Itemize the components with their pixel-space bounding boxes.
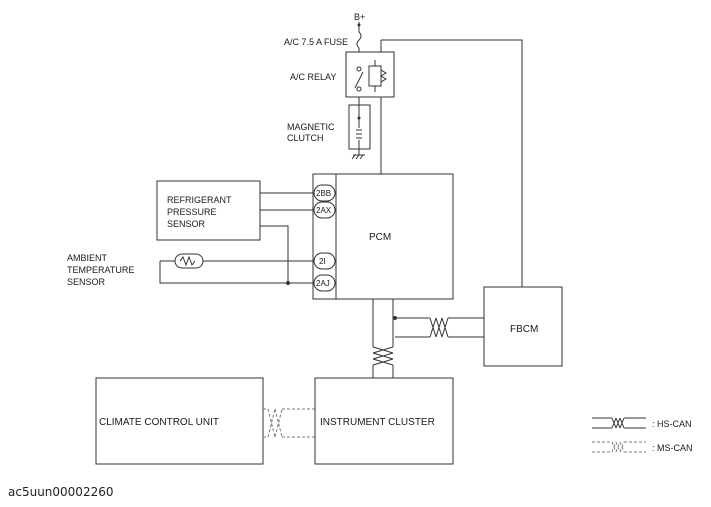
refrigerant-sensor-line3: SENSOR (167, 219, 206, 229)
hs-can-twist-icon (429, 317, 449, 338)
clutch-label-line1: MAGNETIC (287, 122, 335, 132)
relay-switch-icon (354, 71, 364, 89)
legend: : HS-CAN : MS-CAN (592, 417, 693, 453)
ms-can-legend-label: : MS-CAN (652, 443, 693, 453)
ambient-sensor-line1: AMBIENT (67, 253, 108, 263)
relay-to-fbcm-wire (381, 39, 523, 287)
refrigerant-sensor-line1: REFRIGERANT (167, 195, 232, 205)
ambient-sensor-line3: SENSOR (67, 277, 106, 287)
climate-unit-box (95, 377, 264, 465)
instrument-cluster-box (314, 377, 454, 465)
clutch-label-line2: CLUTCH (287, 133, 324, 143)
instrument-cluster-label: INSTRUMENT CLUSTER (320, 417, 435, 428)
hs-can-twist-icon-2 (372, 346, 394, 366)
fbcm-box (483, 286, 563, 367)
ms-can-twist-icon (267, 408, 283, 438)
b-plus-terminal (357, 23, 361, 27)
fuse-icon (356, 31, 362, 49)
climate-unit-label: CLIMATE CONTROL UNIT (99, 417, 219, 428)
relay-resistor-icon (380, 69, 387, 83)
fbcm-label: FBCM (510, 324, 538, 335)
pcm-pin-2i-label: 2I (319, 257, 326, 266)
refrigerant-sensor-box (156, 180, 261, 241)
relay-contact-top (356, 66, 362, 72)
refrigerant-sensor-line2: PRESSURE (167, 207, 217, 217)
sensor-ground-wire (260, 225, 289, 283)
clutch-coil-icon (356, 129, 362, 139)
pcm-pin-2ax-label: 2AX (316, 206, 332, 215)
pcm-pin-2bb (313, 184, 336, 202)
pcm-pin-2bb-label: 2BB (316, 189, 331, 198)
pcm-label: PCM (369, 232, 391, 243)
relay-label: A/C RELAY (290, 72, 336, 82)
ambient-sensor-line2: TEMPERATURE (67, 265, 134, 275)
ambient-wire-2aj (159, 261, 313, 284)
pcm-pin-2aj-label: 2AJ (316, 279, 330, 288)
ms-can-legend-icon (611, 441, 625, 453)
pcm-pin-2i (313, 252, 336, 270)
pcm-pin-2ax (313, 201, 336, 219)
fuse-label: A/C 7.5 A FUSE (284, 37, 348, 47)
ground-icon (351, 154, 365, 160)
relay-contact-bottom (356, 86, 362, 92)
relay-box (345, 51, 395, 98)
hs-can-legend-label: : HS-CAN (652, 419, 692, 429)
hs-can-legend-icon (611, 417, 625, 429)
b-plus-label: B+ (354, 12, 365, 22)
pcm-pin-2aj (313, 274, 336, 292)
junction-dot (286, 281, 290, 285)
figure-caption: ac5uun00002260 (8, 485, 114, 499)
